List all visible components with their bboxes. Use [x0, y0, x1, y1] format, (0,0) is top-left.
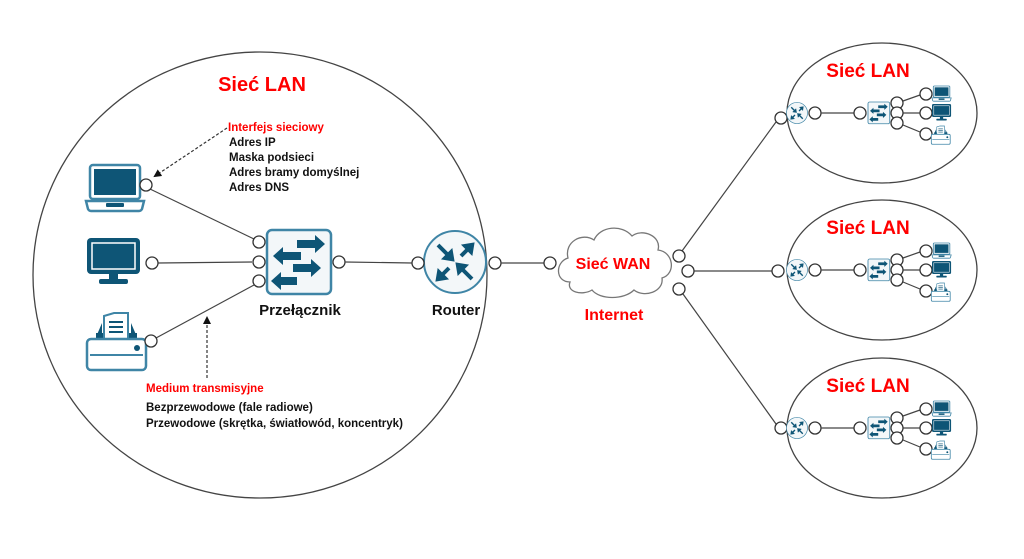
laptop-icon[interactable]: [931, 242, 952, 259]
switch-label: Przełącznik: [259, 302, 341, 319]
printer-icon[interactable]: [85, 311, 148, 372]
wan-in-port: [543, 256, 557, 270]
remote-link: [902, 124, 921, 133]
remote-router-lan-port: [808, 263, 822, 277]
interface-title: Interfejs sieciowy: [228, 122, 324, 134]
medium-line-wired: Przewodowe (skrętka, światłowód, koncent…: [146, 418, 403, 430]
link-printer-switch: [155, 284, 255, 339]
printer-icon[interactable]: [930, 125, 951, 145]
interface-line-ip: Adres IP: [229, 137, 276, 149]
remote-router-wan-port: [774, 421, 788, 435]
printer-icon[interactable]: [930, 440, 951, 460]
remote-switch-uplink-port: [853, 106, 867, 120]
remote-router-wan-port: [774, 111, 788, 125]
remote-lan-2: Sieć LAN: [771, 199, 978, 341]
link-laptop-switch: [149, 188, 255, 240]
switch-icon[interactable]: [265, 228, 333, 296]
monitor-icon[interactable]: [931, 103, 952, 121]
remote-router-icon[interactable]: [785, 416, 809, 440]
link-wan-remote-1: [681, 121, 777, 252]
main-lan-title: Sieć LAN: [218, 74, 306, 96]
wan-out-port-2: [681, 264, 695, 278]
remote-device-port: [919, 106, 933, 120]
remote-device-port: [919, 127, 933, 141]
interface-line-gateway: Adres bramy domyślnej: [229, 167, 359, 179]
laptop-icon[interactable]: [84, 163, 146, 213]
remote-lan-title: Sieć LAN: [826, 376, 909, 397]
remote-lan-title: Sieć LAN: [826, 218, 909, 239]
main-lan-boundary: [32, 51, 488, 499]
remote-device-port: [919, 284, 933, 298]
remote-router-lan-port: [808, 421, 822, 435]
interface-line-dns: Adres DNS: [229, 182, 289, 194]
router-wan-port: [488, 256, 502, 270]
laptop-icon[interactable]: [931, 400, 952, 417]
switch-uplink-port: [332, 255, 346, 269]
interface-line-mask: Maska podsieci: [229, 152, 314, 164]
switch-port-3: [252, 274, 266, 288]
remote-link: [902, 409, 921, 417]
medium-title: Medium transmisyjne: [146, 383, 264, 395]
remote-router-lan-port: [808, 106, 822, 120]
laptop-icon[interactable]: [931, 85, 952, 102]
printer-port: [144, 334, 158, 348]
wan-caption: Internet: [585, 307, 644, 324]
remote-switch-port: [890, 431, 904, 445]
remote-router-icon[interactable]: [785, 258, 809, 282]
remote-switch-port: [890, 116, 904, 130]
monitor-icon[interactable]: [931, 418, 952, 436]
remote-lan-title: Sieć LAN: [826, 61, 909, 82]
switch-port-2: [252, 255, 266, 269]
switch-port-1: [252, 235, 266, 249]
printer-icon[interactable]: [930, 282, 951, 302]
monitor-icon[interactable]: [86, 237, 141, 285]
remote-device-port: [919, 263, 933, 277]
router-icon[interactable]: [422, 229, 488, 295]
remote-lan-1: Sieć LAN: [774, 42, 978, 184]
remote-link: [902, 251, 921, 259]
interface-pointer-arrow: [153, 127, 228, 178]
remote-router-wan-port: [771, 264, 785, 278]
remote-device-port: [919, 244, 933, 258]
remote-link: [902, 94, 921, 102]
remote-switch-icon[interactable]: [867, 101, 891, 125]
router-label: Router: [432, 302, 480, 319]
laptop-port: [139, 178, 153, 192]
link-wan-remote-3: [682, 293, 777, 425]
remote-switch-uplink-port: [853, 421, 867, 435]
monitor-icon[interactable]: [931, 260, 952, 278]
link-switch-router: [344, 261, 413, 264]
link-desktop-switch: [157, 261, 253, 264]
wan-cloud-icon[interactable]: [557, 227, 672, 299]
remote-switch-port: [890, 273, 904, 287]
remote-router-icon[interactable]: [785, 101, 809, 125]
remote-switch-icon[interactable]: [867, 416, 891, 440]
remote-lan-3: Sieć LAN: [774, 357, 978, 499]
desktop-port: [145, 256, 159, 270]
wan-cloud-label: Sieć WAN: [576, 256, 651, 273]
remote-device-port: [919, 442, 933, 456]
router-lan-port: [411, 256, 425, 270]
wan-out-port-3: [672, 282, 686, 296]
remote-switch-uplink-port: [853, 263, 867, 277]
remote-device-port: [919, 402, 933, 416]
remote-switch-icon[interactable]: [867, 258, 891, 282]
medium-line-wireless: Bezprzewodowe (fale radiowe): [146, 402, 313, 414]
remote-device-port: [919, 87, 933, 101]
remote-device-port: [919, 421, 933, 435]
remote-link: [902, 281, 921, 290]
wan-out-port-1: [672, 249, 686, 263]
remote-link: [902, 439, 921, 448]
